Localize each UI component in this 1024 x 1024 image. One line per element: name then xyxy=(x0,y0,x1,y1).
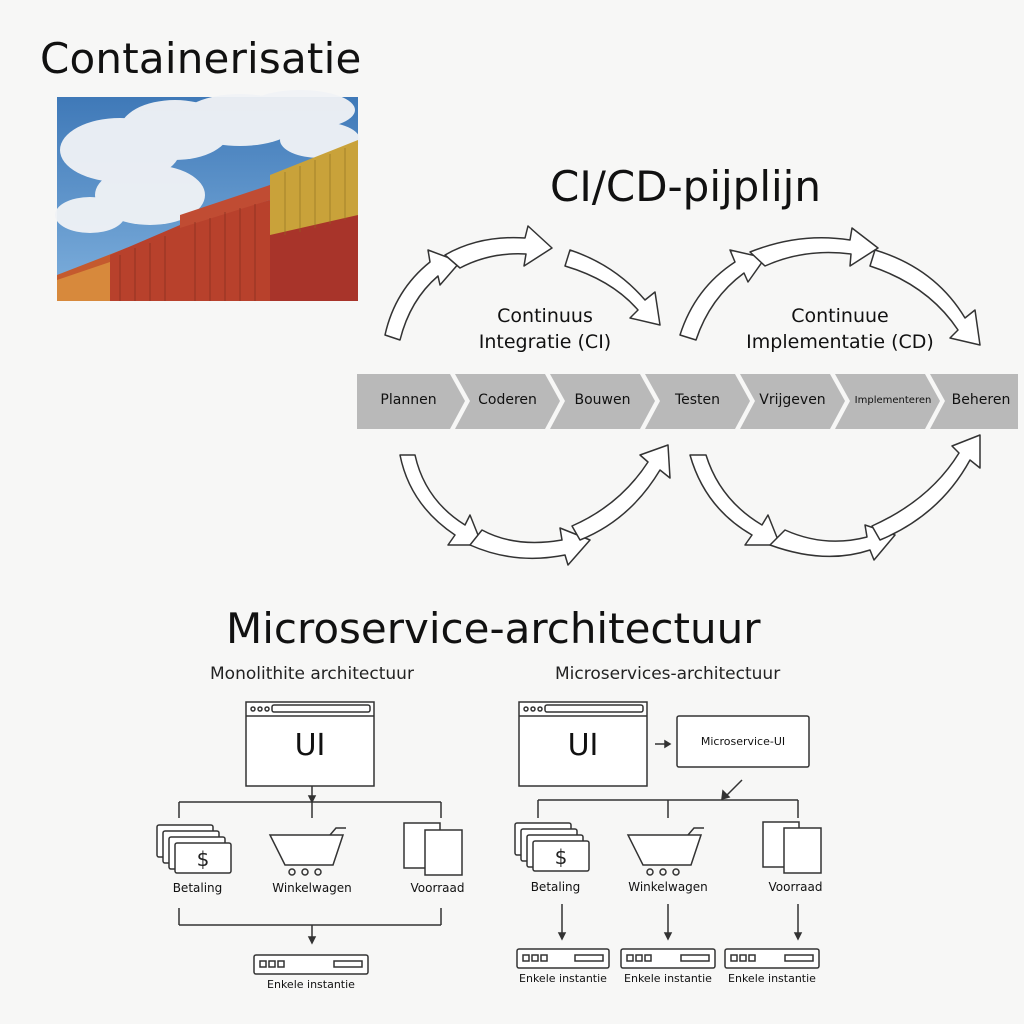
monolith-module-label: Winkelwagen xyxy=(272,881,352,895)
micro-subtitle: Microservices-architectuur xyxy=(555,664,781,684)
micro-cart-icon xyxy=(626,827,704,876)
micro-instance-label: Enkele instantie xyxy=(728,972,816,985)
stage-bouwen-chevron xyxy=(550,374,655,429)
ci-loop-label: Continuus Integratie (CI) xyxy=(445,303,645,355)
ci-arc-arrow-icon xyxy=(571,444,671,541)
stage-beheren-chevron xyxy=(930,374,1018,429)
pipeline-stages xyxy=(357,374,1018,429)
monolith-instance-server-icon xyxy=(253,954,369,975)
micro-ui-box-label: Microservice-UI xyxy=(700,735,786,748)
micro-ui-box xyxy=(676,715,810,768)
cd-arc-arrow-icon xyxy=(871,434,981,541)
ci-arc-arrow-icon xyxy=(444,225,553,269)
monolith-diagram xyxy=(178,701,442,975)
cd-arc-arrow-icon xyxy=(689,454,781,546)
micro-instance-label: Enkele instantie xyxy=(519,972,607,985)
monolith-instance-label: Enkele instantie xyxy=(267,978,355,991)
micro-module-label: Betaling xyxy=(530,880,581,894)
monolith-subtitle: Monolithite architectuur xyxy=(210,664,414,684)
monolith-cart-icon xyxy=(268,827,346,876)
stage-implementeren-chevron xyxy=(835,374,940,429)
stage-label: Plannen xyxy=(380,392,437,408)
cd-arc-arrow-icon xyxy=(869,249,981,346)
cd-arc-arrow-icon xyxy=(679,249,766,341)
cd-label-line1: Continuue xyxy=(791,305,889,327)
micro-module-label: Voorraad xyxy=(768,880,823,894)
containerization-title: Containerisatie xyxy=(40,34,362,83)
stage-label: Beheren xyxy=(951,392,1011,408)
ci-arc-arrow-icon xyxy=(564,249,661,326)
stage-label: Bouwen xyxy=(574,392,631,408)
monolith-module-label: Betaling xyxy=(172,881,223,895)
cd-arc-arrow-icon xyxy=(769,524,896,561)
ci-label-line1: Continuus xyxy=(497,305,593,327)
ci-arc-arrow-icon xyxy=(399,454,483,546)
stage-testen-chevron xyxy=(645,374,750,429)
cd-loop xyxy=(679,227,981,561)
micro-payment-icon xyxy=(514,822,590,872)
microservices-title: Microservice-architectuur xyxy=(226,604,761,653)
cd-arc-arrow-icon xyxy=(749,227,879,267)
micro-ui-label: UI xyxy=(567,728,599,763)
micro-inventory-icon xyxy=(762,821,822,874)
stage-label: Testen xyxy=(674,392,721,408)
monolith-ui-label: UI xyxy=(294,728,326,763)
ci-label-line2: Integratie (CI) xyxy=(478,331,612,353)
monolith-inventory-icon xyxy=(403,822,463,876)
cicd-title: CI/CD-pijplijn xyxy=(550,162,821,211)
microservices-diagram xyxy=(516,701,820,969)
micro-module-label: Winkelwagen xyxy=(628,880,708,894)
monolith-payment-icon xyxy=(156,824,232,874)
micro-instance-label: Enkele instantie xyxy=(624,972,712,985)
stage-label: Implementeren xyxy=(854,395,932,406)
monolith-module-label: Voorraad xyxy=(410,881,465,895)
dollar-icon: $ xyxy=(197,847,210,871)
containers-photo xyxy=(55,90,360,301)
dollar-icon: $ xyxy=(555,845,568,869)
stage-vrijgeven-chevron xyxy=(740,374,845,429)
stage-plannen-chevron xyxy=(357,374,465,429)
stage-coderen-chevron xyxy=(455,374,560,429)
ci-arc-arrow-icon xyxy=(469,527,591,566)
stage-label: Coderen xyxy=(478,392,537,408)
cd-label-line2: Implementatie (CD) xyxy=(746,331,934,353)
ci-loop xyxy=(384,225,671,566)
stage-label: Vrijgeven xyxy=(759,392,826,408)
cd-loop-label: Continuue Implementatie (CD) xyxy=(730,303,950,355)
